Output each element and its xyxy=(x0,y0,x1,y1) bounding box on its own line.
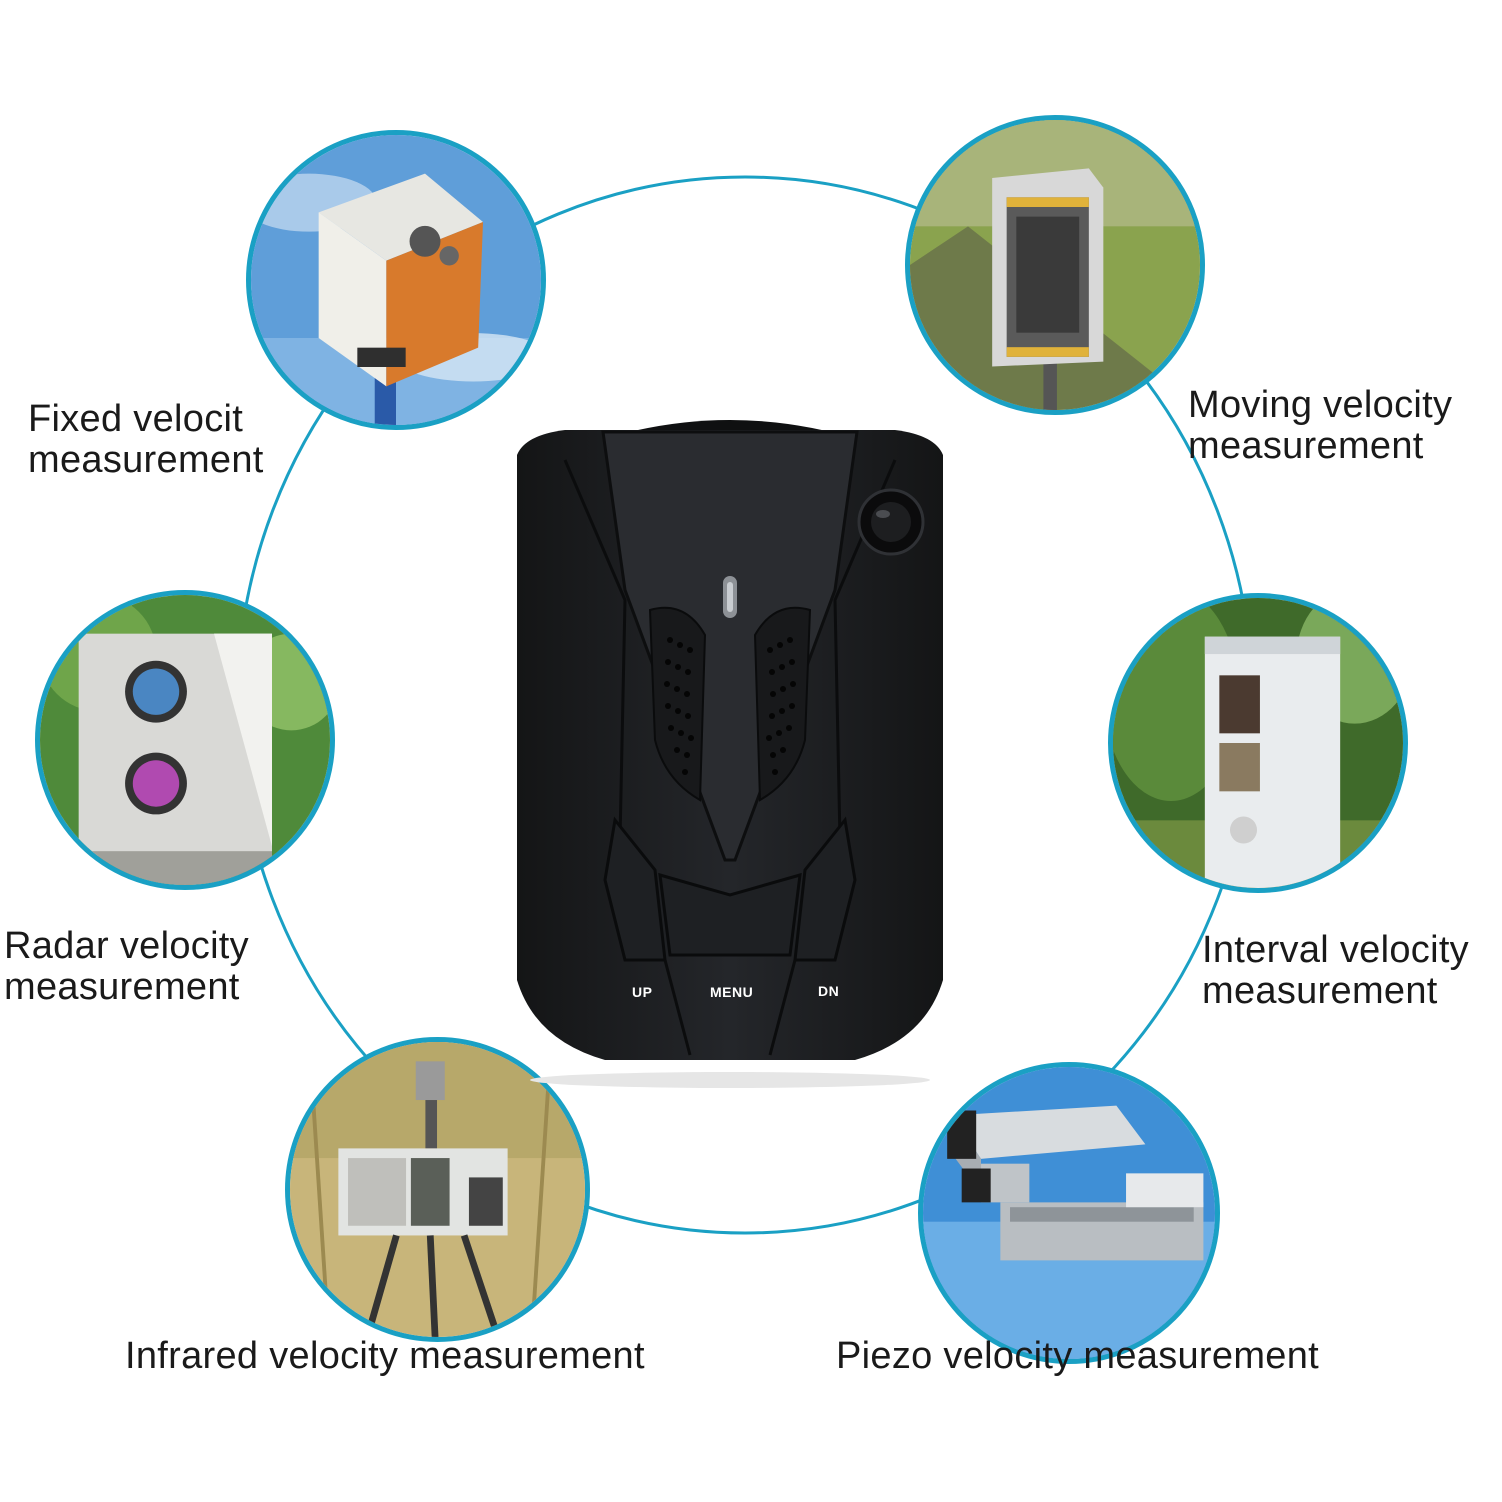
infrared-velocity-label: Infrared velocity measurement xyxy=(125,1335,645,1377)
fixed-camera-photo xyxy=(246,130,546,430)
moving-velocity-label: Moving velocity measurement xyxy=(1188,384,1453,467)
fixed-velocity-label: Fixed velocit measurement xyxy=(28,398,264,481)
interval-velocity-label: Interval velocity measurement xyxy=(1202,929,1469,1012)
infrared-camera-photo xyxy=(285,1037,590,1342)
radar-camera-photo xyxy=(35,590,335,890)
dn-button-label: DN xyxy=(818,983,840,999)
radar-velocity-label: Radar velocity measurement xyxy=(4,925,249,1008)
menu-button-label: MENU xyxy=(710,984,754,1000)
piezo-velocity-label: Piezo velocity measurement xyxy=(836,1335,1320,1377)
moving-camera-photo xyxy=(905,115,1205,415)
interval-camera-photo xyxy=(1108,593,1408,893)
radar-detector-device xyxy=(517,420,943,1088)
piezo-camera-photo xyxy=(918,1062,1220,1364)
up-button-label: UP xyxy=(632,984,653,1000)
